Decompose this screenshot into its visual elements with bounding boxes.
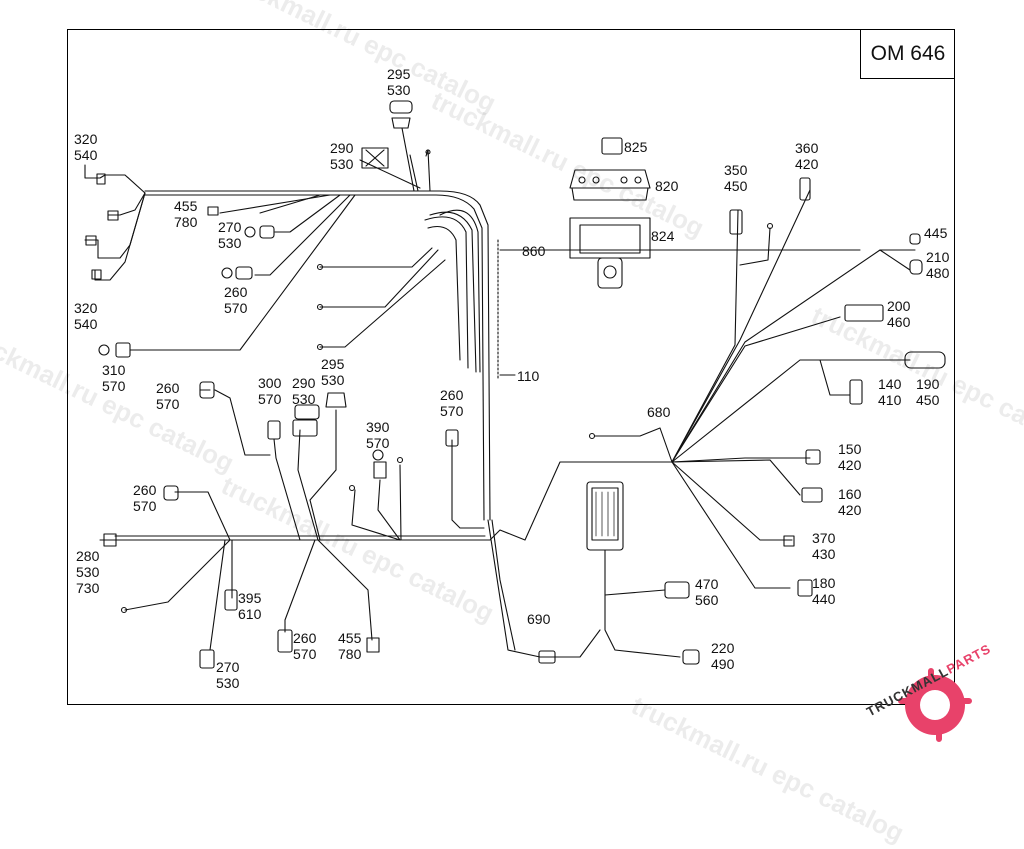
- part-label-455-780-top: 455 780: [174, 198, 198, 230]
- upper-harness: [84, 100, 861, 521]
- part-label-270-530-bot: 270 530: [216, 659, 240, 691]
- diagram-frame: [67, 29, 955, 705]
- part-label-395-610: 395 610: [238, 590, 262, 622]
- part-label-190-450: 190 450: [916, 376, 940, 408]
- part-label-290-530-mid: 290 530: [292, 375, 316, 407]
- part-label-825: 825: [624, 139, 648, 155]
- part-label-220-490: 220 490: [711, 640, 735, 672]
- part-label-260-570-a: 260 570: [224, 284, 248, 316]
- part-label-150-420: 150 420: [838, 441, 862, 473]
- engine-model-title: OM 646: [860, 29, 955, 79]
- part-label-690: 690: [527, 611, 551, 627]
- part-label-820: 820: [655, 178, 679, 194]
- part-label-295-530-top: 295 530: [387, 66, 411, 98]
- part-label-310-570: 310 570: [102, 362, 126, 394]
- part-label-300-570: 300 570: [258, 375, 282, 407]
- lower-harness: [99, 381, 651, 669]
- part-label-110: 110: [517, 368, 540, 384]
- part-label-280-530-730: 280 530 730: [76, 548, 100, 596]
- part-label-295-530-mid: 295 530: [321, 356, 345, 388]
- right-harness: [569, 137, 946, 665]
- part-label-445: 445: [924, 225, 948, 241]
- part-label-200-460: 200 460: [887, 298, 911, 330]
- part-label-320-540-b: 320 540: [74, 300, 98, 332]
- part-label-455-780-bot: 455 780: [338, 630, 362, 662]
- part-label-210-480: 210 480: [926, 249, 950, 281]
- part-label-260-570-e: 260 570: [293, 630, 317, 662]
- part-label-140-410: 140 410: [878, 376, 902, 408]
- part-label-350-450: 350 450: [724, 162, 748, 194]
- part-label-270-530-top: 270 530: [218, 219, 242, 251]
- part-label-260-570-c: 260 570: [440, 387, 464, 419]
- part-label-290-530-top: 290 530: [330, 140, 354, 172]
- part-label-390-570: 390 570: [366, 419, 390, 451]
- part-label-824: 824: [651, 228, 675, 244]
- part-label-680: 680: [647, 404, 671, 420]
- gear-icon: [898, 668, 972, 742]
- wiring-harness-drawing: [84, 100, 972, 742]
- part-label-320-540-a: 320 540: [74, 131, 98, 163]
- part-label-360-420: 360 420: [795, 140, 819, 172]
- part-label-180-440: 180 440: [812, 575, 836, 607]
- part-label-860: 860: [522, 243, 546, 259]
- part-label-160-420: 160 420: [838, 486, 862, 518]
- part-label-370-430: 370 430: [812, 530, 836, 562]
- part-label-470-560: 470 560: [695, 576, 719, 608]
- part-label-260-570-b: 260 570: [156, 380, 180, 412]
- part-label-260-570-d: 260 570: [133, 482, 157, 514]
